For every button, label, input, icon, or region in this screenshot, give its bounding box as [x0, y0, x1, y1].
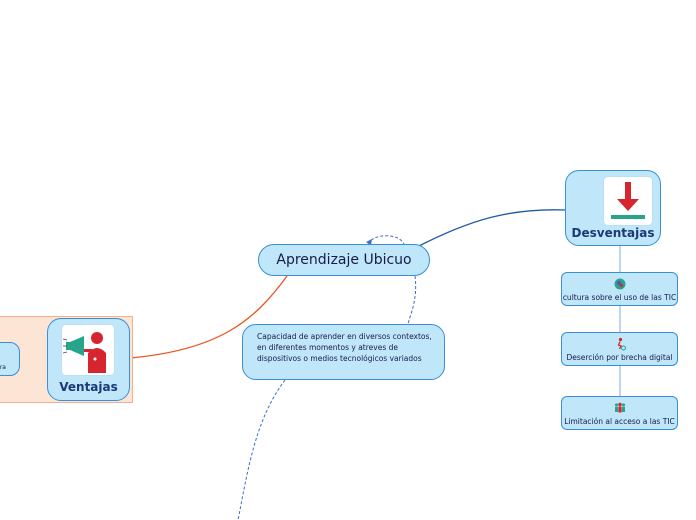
definition-text: Capacidad de aprender en diversos contex… — [257, 332, 432, 363]
link-definition — [407, 275, 417, 325]
arrowhead — [366, 239, 372, 245]
central-topic-node[interactable]: Aprendizaje Ubicuo — [258, 244, 430, 276]
group-people-icon — [613, 400, 627, 414]
ventajas-child-node[interactable]: ra — [0, 342, 20, 376]
desventaja-item-limitacion[interactable]: Limitación al acceso a las TIC — [561, 396, 678, 430]
head-gears-icon — [613, 276, 627, 290]
download-arrow-icon — [604, 177, 652, 225]
desventaja-item-label: cultura sobre el uso de las TIC — [562, 293, 677, 302]
link-desventajas — [418, 209, 566, 247]
desventaja-item-label: Deserción por brecha digital — [566, 353, 673, 362]
desventaja-item-desercion[interactable]: Deserción por brecha digital — [561, 332, 678, 366]
ventajas-label: Ventajas — [59, 380, 118, 394]
ventajas-child-label: ra — [0, 364, 6, 371]
desventajas-node[interactable]: Desventajas — [565, 170, 661, 246]
desventaja-item-label: Limitación al acceso a las TIC — [564, 417, 675, 426]
ventajas-node[interactable]: Ventajas — [47, 318, 130, 401]
link-ventajas — [129, 275, 288, 359]
running-person-icon — [613, 336, 627, 351]
megaphone-person-icon — [62, 325, 114, 375]
definition-node[interactable]: Capacidad de aprender en diversos contex… — [242, 324, 445, 380]
link-loop — [367, 235, 405, 245]
desventajas-label: Desventajas — [571, 226, 655, 240]
desventaja-item-cultura[interactable]: cultura sobre el uso de las TIC — [561, 272, 678, 306]
central-topic-label: Aprendizaje Ubicuo — [276, 252, 412, 268]
link-dashed-down — [237, 379, 286, 520]
